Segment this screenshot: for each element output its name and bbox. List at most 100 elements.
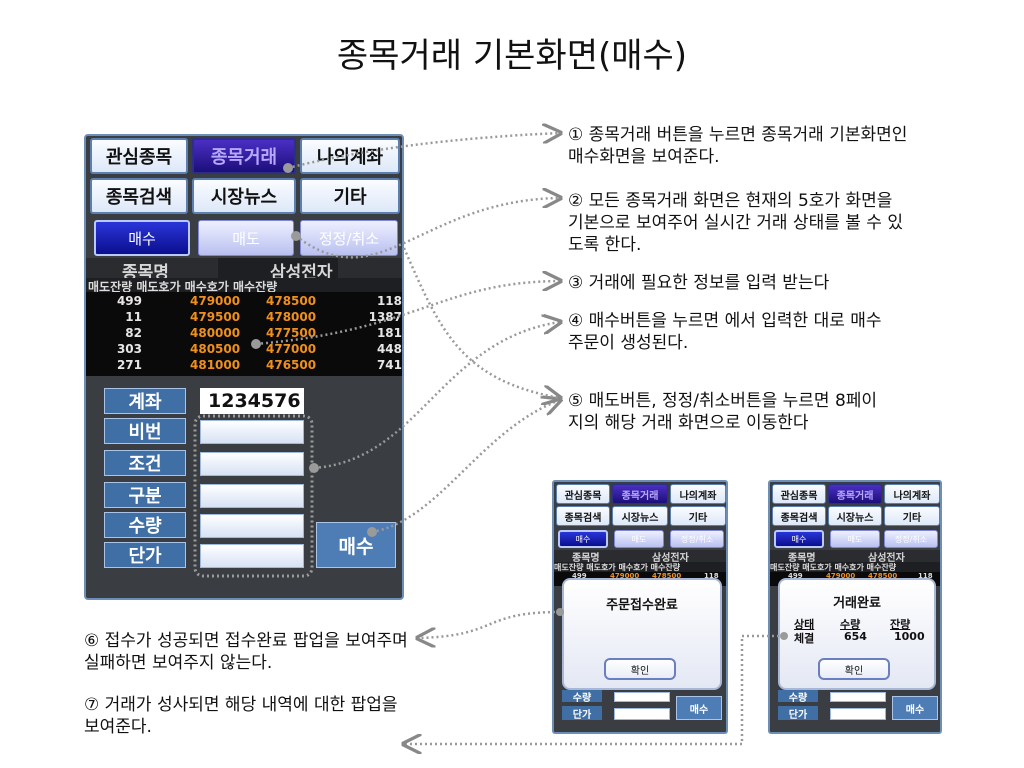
mini1-sell-tab[interactable]: 매도	[614, 530, 664, 548]
modify-cancel-tab-button[interactable]: 정정/취소	[300, 220, 398, 256]
mini2-sell-tab[interactable]: 매도	[830, 530, 880, 548]
mini2-menu-etc[interactable]: 기타	[884, 506, 940, 526]
quote-buy-remain: 181	[376, 326, 402, 340]
quote-buy-remain: 118	[376, 294, 402, 308]
mini2-q-sell-price: 479000	[826, 572, 856, 580]
mini1-price-label: 단가	[562, 706, 602, 721]
quote-sell-remain: 11	[125, 310, 142, 324]
sell-tab-button[interactable]: 매도	[198, 220, 294, 256]
quote-buy-remain: 1387	[368, 310, 402, 324]
mini2-price-input[interactable]	[830, 708, 886, 720]
mini2-price-label: 단가	[778, 706, 818, 721]
menu-stock-search-button[interactable]: 종목검색	[90, 178, 188, 214]
price-input[interactable]	[200, 544, 304, 568]
condition-input[interactable]	[200, 452, 304, 476]
type-input[interactable]	[200, 484, 304, 508]
mini1-q-sell-rem: 499	[572, 572, 587, 580]
order-received-popup: 주문접수완료 확인	[562, 578, 722, 690]
price-label: 단가	[104, 542, 186, 568]
quote-header: 매도잔량 매도호가 매수호가 매수잔량	[86, 278, 402, 292]
mini2-menu-stock-trade[interactable]: 종목거래	[828, 484, 882, 504]
connector-7	[418, 610, 561, 638]
mini2-quantity-input[interactable]	[830, 692, 886, 702]
mini1-menu-watchlist[interactable]: 관심종목	[556, 484, 610, 504]
mini1-q-buy-rem: 118	[704, 572, 719, 580]
password-label: 비번	[104, 418, 186, 444]
slide-title: 종목거래 기본화면(매수)	[336, 36, 688, 76]
result-header-status: 상태	[794, 618, 815, 631]
quote-buy-price: 477000	[266, 342, 317, 356]
password-input[interactable]	[200, 420, 304, 444]
mini2-q-sell-rem: 499	[788, 572, 803, 580]
mini1-quote-header: 매도잔량 매도호가 매수호가 매수잔량	[554, 562, 726, 572]
mini2-stock-row: 종목명 삼성전자	[770, 550, 940, 564]
mini2-buy-button[interactable]: 매수	[892, 696, 938, 720]
quote-sell-price: 479000	[190, 294, 241, 308]
popup1-ok-button[interactable]: 확인	[604, 658, 676, 680]
result-qty: 654	[844, 630, 867, 643]
mini2-buy-tab[interactable]: 매수	[774, 530, 824, 548]
callout-6: ⑥ 접수가 성공되면 접수완료 팝업을 보여주며 실패하면 보여주지 않는다.	[84, 631, 408, 673]
mini1-stock-label: 종목명	[572, 553, 600, 564]
menu-watchlist-button[interactable]: 관심종목	[90, 138, 188, 174]
quote-sell-remain: 271	[116, 358, 142, 372]
quote-sell-remain: 82	[125, 326, 142, 340]
callout-1: ① 종목거래 버튼을 누르면 종목거래 기본화면인 매수화면을 보여준다.	[568, 125, 908, 167]
main-phone-screen: 관심종목 종목거래 나의계좌 종목검색 시장뉴스 기타 매수 매도 정정/취소 …	[84, 134, 404, 600]
mini1-menu-stock-trade[interactable]: 종목거래	[612, 484, 668, 504]
mini1-quantity-input[interactable]	[614, 692, 670, 702]
mini1-stock-row: 종목명 삼성전자	[554, 550, 726, 564]
quote-buy-remain: 741	[376, 358, 402, 372]
stock-name-row: 종목명 삼성전자	[86, 258, 402, 283]
buy-submit-button[interactable]: 매수	[316, 522, 396, 568]
quote-row: 271 481000 476500 741	[86, 358, 402, 374]
mini-screen-trade-complete: 관심종목 종목거래 나의계좌 종목검색 시장뉴스 기타 매수 매도 정정/취소 …	[768, 480, 942, 734]
popup2-ok-button[interactable]: 확인	[818, 658, 890, 680]
trade-result-table: 상태 수량 잔량 체결 654 1000	[790, 616, 930, 646]
buy-tab-button[interactable]: 매수	[94, 220, 190, 256]
mini2-stock-label: 종목명	[788, 553, 816, 564]
callout-7: ⑦ 거래가 성사되면 해당 내역에 대한 팝업을 보여준다.	[84, 695, 398, 737]
mini1-menu-market-news[interactable]: 시장뉴스	[612, 506, 668, 526]
mini1-stock-name: 삼성전자	[652, 553, 689, 564]
mini2-quantity-label: 수량	[778, 690, 818, 704]
mini1-price-input[interactable]	[614, 708, 670, 720]
mini2-q-buy-rem: 118	[918, 572, 933, 580]
mini1-menu-etc[interactable]: 기타	[670, 506, 726, 526]
mini1-modify-tab[interactable]: 정정/취소	[670, 530, 724, 548]
mini1-menu-my-account[interactable]: 나의계좌	[670, 484, 726, 504]
callout-5: ⑤ 매도버튼, 정정/취소버튼을 누르면 8페이지의 해당 거래 화면으로 이동…	[568, 391, 878, 433]
mini1-q-buy-price: 478500	[652, 572, 682, 580]
account-value[interactable]: 1234576	[200, 388, 304, 414]
menu-stock-trade-button[interactable]: 종목거래	[192, 138, 296, 174]
quote-sell-price: 480000	[190, 326, 241, 340]
mini1-buy-tab[interactable]: 매수	[558, 530, 608, 548]
mini2-quote-header: 매도잔량 매도호가 매수호가 매수잔량	[770, 562, 940, 572]
menu-my-account-button[interactable]: 나의계좌	[300, 138, 400, 174]
quote-sell-price: 481000	[190, 358, 241, 372]
mini2-menu-stock-search[interactable]: 종목검색	[772, 506, 826, 526]
quantity-input[interactable]	[200, 514, 304, 538]
mini-screen-order-received: 관심종목 종목거래 나의계좌 종목검색 시장뉴스 기타 매수 매도 정정/취소 …	[552, 480, 728, 734]
popup2-title: 거래완료	[833, 596, 881, 611]
result-status: 체결	[794, 632, 815, 645]
mini2-menu-watchlist[interactable]: 관심종목	[772, 484, 826, 504]
mini1-buy-button[interactable]: 매수	[676, 696, 722, 720]
result-header-remain: 잔량	[890, 618, 911, 631]
mini2-menu-market-news[interactable]: 시장뉴스	[828, 506, 882, 526]
quote-buy-price: 477500	[266, 326, 317, 340]
mini1-menu-stock-search[interactable]: 종목검색	[556, 506, 610, 526]
quote-buy-price: 478500	[266, 294, 317, 308]
menu-market-news-button[interactable]: 시장뉴스	[192, 178, 296, 214]
mini1-quantity-label: 수량	[562, 690, 602, 704]
mini2-modify-tab[interactable]: 정정/취소	[884, 530, 938, 548]
menu-etc-button[interactable]: 기타	[300, 178, 400, 214]
mini2-stock-name: 삼성전자	[868, 553, 905, 564]
mini2-menu-my-account[interactable]: 나의계좌	[884, 484, 940, 504]
quote-buy-price: 476500	[266, 358, 317, 372]
type-label: 구분	[104, 482, 186, 508]
